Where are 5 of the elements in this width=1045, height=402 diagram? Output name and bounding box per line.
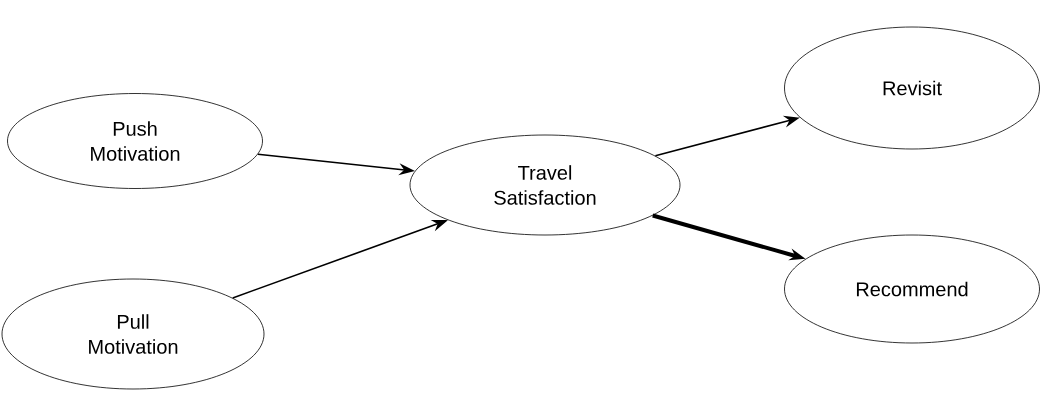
ellipse-node: Pull Motivation [1, 278, 265, 390]
ellipse-node: Revisit [784, 26, 1040, 150]
ellipse-node: Push Motivation [7, 93, 263, 189]
ellipse-node: Recommend [784, 234, 1040, 344]
ellipse-node: Travel Satisfaction [409, 134, 681, 236]
